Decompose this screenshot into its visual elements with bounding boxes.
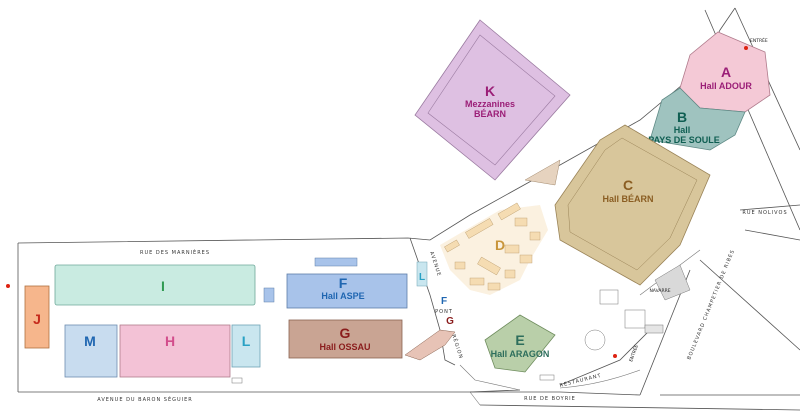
hall-m[interactable]: M: [64, 324, 118, 378]
hall-b-name-line1: Hall: [674, 125, 691, 135]
street-rue-nolivos: RUE NOLIVOS: [742, 210, 787, 216]
hall-f-letter: F: [339, 275, 348, 291]
hall-k-shape[interactable]: [414, 19, 571, 181]
hall-k[interactable]: K Mezzanines BÉARN: [414, 19, 571, 181]
hall-b-shape[interactable]: [649, 87, 746, 151]
hall-h-shape[interactable]: [119, 324, 231, 378]
hall-l-left-shape[interactable]: [231, 324, 261, 368]
hall-j-shape[interactable]: [24, 285, 50, 349]
hall-i-shape[interactable]: [54, 264, 256, 306]
street-avenue-baron: AVENUE DU BARON SÉGUIER: [97, 395, 193, 403]
hall-h-letter: H: [165, 333, 175, 349]
hall-e-letter: E: [515, 332, 524, 348]
misc-buildings: [231, 264, 691, 384]
hall-f-small-letter: F: [441, 296, 447, 307]
hall-c-shape[interactable]: [554, 124, 711, 286]
street-pont: PONT: [435, 309, 453, 315]
hall-g-name: Hall OSSAU: [319, 342, 370, 352]
hall-m-shape[interactable]: [64, 324, 118, 378]
hall-k-letter: K: [485, 83, 495, 99]
hall-e-name: Hall ARAGON: [491, 349, 550, 359]
hall-c[interactable]: C Hall BÉARN: [554, 124, 711, 286]
hall-l-right-letter: L: [419, 272, 425, 283]
hall-f-name: Hall ASPE: [321, 291, 364, 301]
entrance-marker-bottom: [613, 354, 617, 358]
hall-c-letter: C: [623, 177, 633, 193]
hall-c-name: Hall BÉARN: [602, 194, 653, 204]
direction-arrow: [524, 159, 561, 186]
hall-d-letter: D: [495, 237, 505, 253]
hall-j-letter: J: [33, 311, 41, 327]
hall-g-letter: G: [340, 325, 351, 341]
hall-f[interactable]: F Hall ASPE: [263, 257, 408, 309]
hall-b-name-line2: PAYS DE SOULE: [648, 135, 720, 145]
entree-bottom-label: ENTRÉE: [626, 343, 640, 363]
hall-a-letter: A: [721, 64, 731, 80]
hall-f-shape[interactable]: [286, 273, 408, 309]
entree-top-label: ENTRÉE: [750, 36, 768, 44]
hall-k-name-line2: BÉARN: [474, 109, 506, 119]
hall-b[interactable]: B Hall PAYS DE SOULE: [648, 87, 746, 151]
label-restaurant: RESTAURANT: [559, 373, 602, 389]
entrance-marker-top: [744, 46, 748, 50]
hall-i[interactable]: I: [54, 264, 256, 306]
hall-i-letter: I: [161, 278, 165, 294]
hall-e[interactable]: E Hall ARAGON: [484, 314, 556, 373]
entrance-marker-left: [6, 284, 10, 288]
label-navarre: NAVARRE: [649, 288, 670, 294]
hall-a[interactable]: A Hall ADOUR: [679, 31, 771, 113]
hall-d[interactable]: D: [440, 202, 548, 295]
street-rue-boyrie: RUE DE BOYRIE: [524, 396, 576, 402]
street-boulevard: BOULEVARD CHAMPETIER DE RIBES: [686, 249, 736, 361]
hall-a-name: Hall ADOUR: [700, 81, 752, 91]
hall-g-annex[interactable]: G: [404, 316, 456, 361]
hall-g[interactable]: G Hall OSSAU: [288, 319, 403, 359]
hall-h[interactable]: H: [119, 324, 231, 378]
street-avenue-vertical: AVENUE: [428, 251, 442, 278]
hall-g-shape[interactable]: [288, 319, 403, 359]
hall-e-shape[interactable]: [484, 314, 556, 373]
hall-b-letter: B: [677, 109, 687, 125]
street-rue-marnieres: RUE DES MARNIÈRES: [140, 248, 210, 256]
hall-l-right[interactable]: L: [416, 261, 428, 287]
hall-k-name-line1: Mezzanines: [465, 99, 515, 109]
hall-g-small-letter: G: [446, 316, 454, 327]
hall-l-left-letter: L: [242, 333, 251, 349]
hall-m-letter: M: [84, 333, 96, 349]
street-region: RÉGION: [450, 333, 466, 360]
hall-l-left[interactable]: L: [231, 324, 261, 368]
hall-j[interactable]: J: [24, 285, 50, 349]
